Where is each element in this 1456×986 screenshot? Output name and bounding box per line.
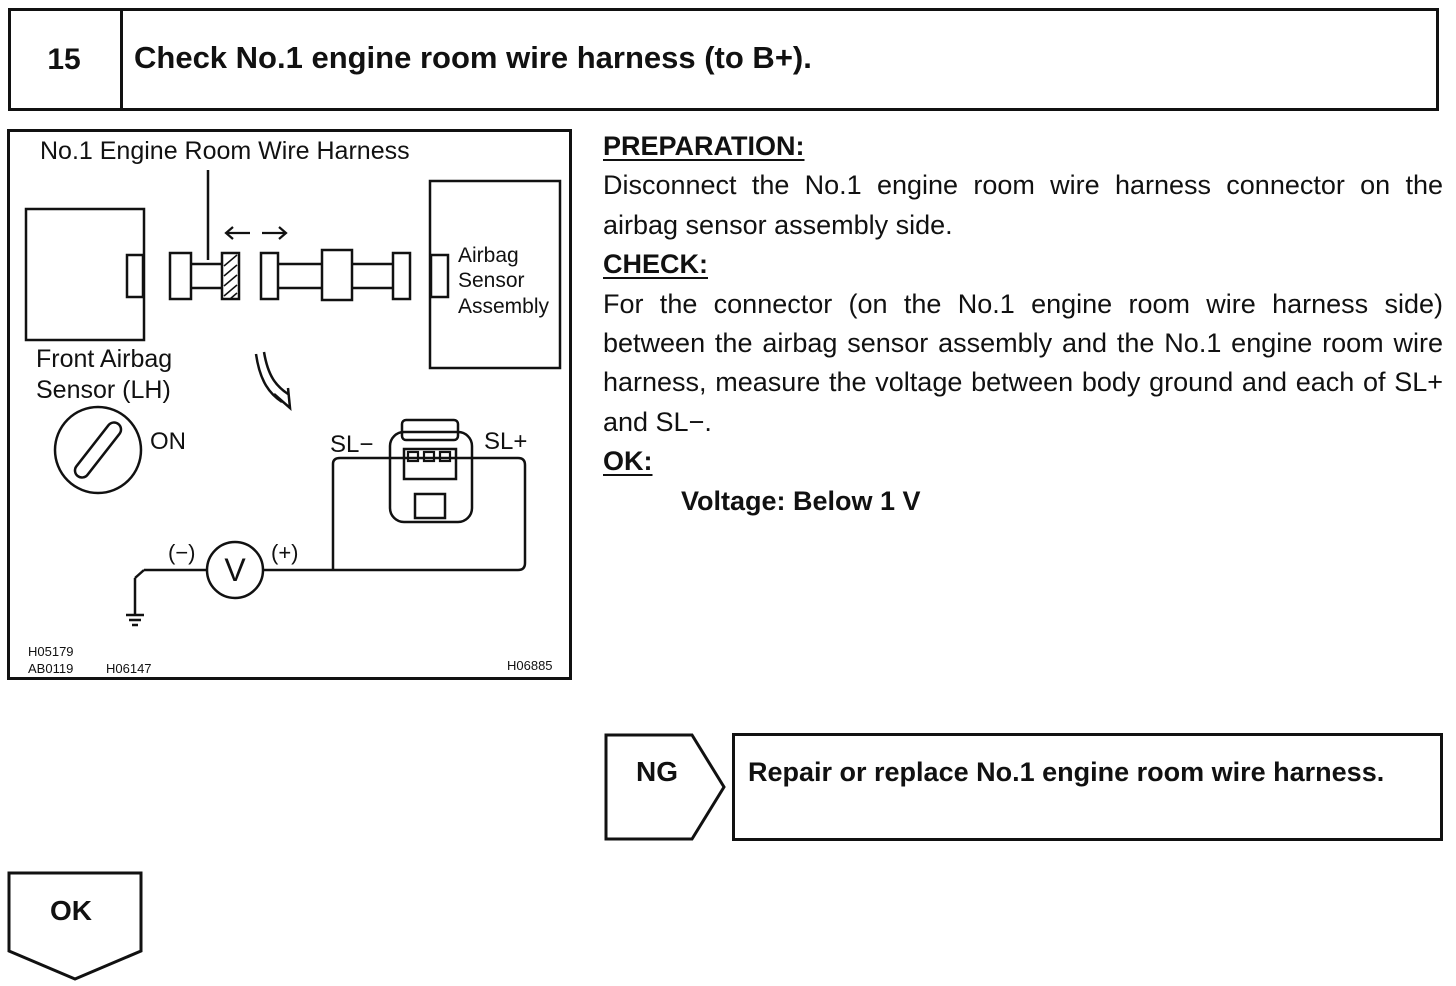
ok-heading: OK:: [603, 446, 653, 477]
ok-label: OK: [50, 895, 92, 926]
positive-lead-label: (+): [271, 540, 299, 565]
connector-detail: [388, 430, 474, 524]
ignition-switch-icon: [53, 405, 143, 495]
check-heading: CHECK:: [603, 249, 708, 280]
step-number: 15: [8, 8, 123, 111]
ok-arrow-tag: [7, 871, 143, 981]
sl-plus-label: SL+: [484, 428, 527, 455]
step-title: Check No.1 engine room wire harness (to …: [134, 40, 812, 75]
ng-action-text: Repair or replace No.1 engine room wire …: [748, 757, 1385, 787]
figure-code-2: AB0119: [28, 661, 73, 676]
instructions: PREPARATION: Disconnect the No.1 engine …: [603, 127, 1443, 521]
harness-label: No.1 Engine Room Wire Harness: [40, 137, 410, 165]
key-icon: [73, 421, 123, 479]
preparation-heading: PREPARATION:: [603, 131, 805, 161]
inline-connector: [320, 248, 354, 302]
step-header: [8, 8, 1439, 111]
sl-minus-label: SL−: [330, 431, 373, 458]
ng-tag: [604, 733, 726, 841]
ng-action-box: [732, 733, 1443, 841]
ignition-on-label: ON: [150, 428, 186, 455]
front-sensor-label-2: Sensor (LH): [36, 376, 171, 404]
wiring-diagram: No.1 Engine Room Wire Harness Front Airb…: [24, 137, 562, 676]
check-text: For the connector (on the No.1 engine ro…: [603, 288, 1443, 437]
curved-arrow-icon: [254, 353, 283, 404]
preparation-text: Disconnect the No.1 engine room wire har…: [603, 170, 1443, 240]
voltmeter-label: V: [224, 552, 246, 588]
wiring-figure: No.1 Engine Room Wire Harness Front Airb…: [7, 129, 572, 680]
harness-connector-left: [168, 251, 193, 301]
mating-connector: [259, 251, 280, 301]
airbag-assembly-label-3: Assembly: [458, 295, 550, 318]
airbag-assembly-label-2: Sensor: [458, 269, 525, 292]
ng-label: NG: [636, 756, 678, 787]
airbag-assembly-label-1: Airbag: [458, 244, 519, 267]
front-sensor-label-1: Front Airbag: [36, 345, 172, 373]
figure-code-1: H05179: [28, 644, 74, 659]
figure-code-4: H06885: [507, 658, 553, 673]
voltmeter-icon: [205, 540, 265, 600]
ok-spec: Voltage: Below 1 V: [681, 485, 921, 516]
sensor-connector: [125, 253, 145, 299]
negative-lead-label: (−): [168, 540, 196, 565]
figure-code-3: H06147: [106, 661, 152, 676]
